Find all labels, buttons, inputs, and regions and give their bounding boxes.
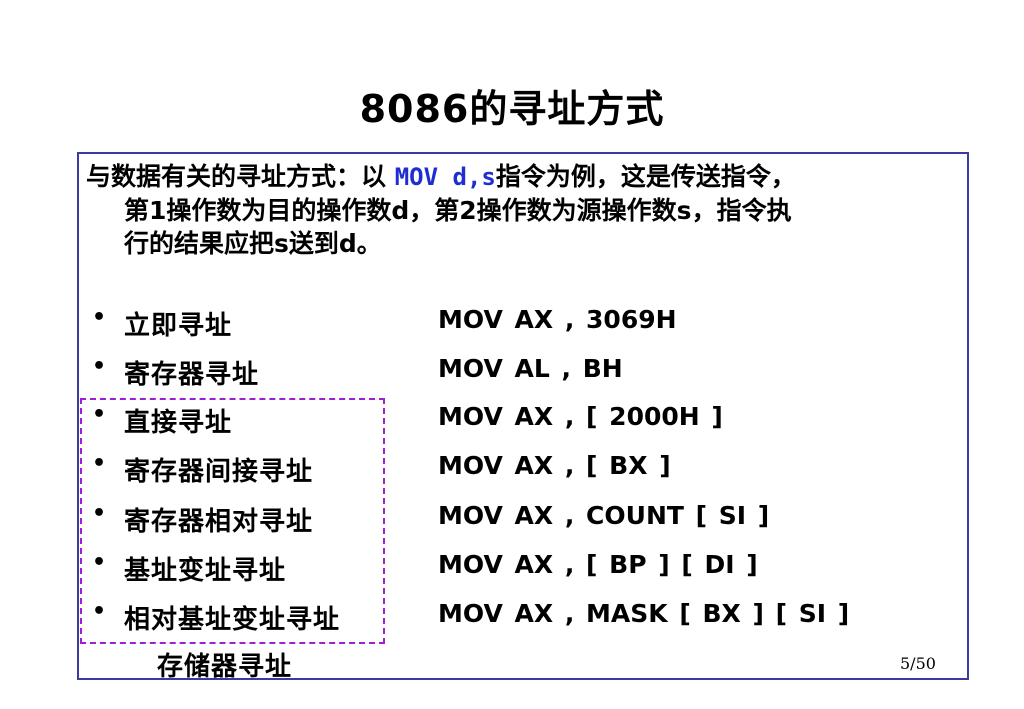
intro-line-1-prefix: 与数据有关的寻址方式：以: [86, 162, 395, 191]
list-item: • 直接寻址 MOV AX , [ 2000H ]: [92, 402, 952, 438]
mode-label: 寄存器寻址: [124, 360, 260, 390]
bullet-icon: •: [92, 501, 107, 526]
intro-text: 与数据有关的寻址方式：以 MOV d,s指令为例，这是传送指令， 第1操作数为目…: [86, 160, 956, 260]
list-item: • 寄存器间接寻址 MOV AX , [ BX ]: [92, 451, 952, 487]
mode-code: MOV AX , [ BP ] [ DI ]: [438, 550, 758, 579]
bullet-icon: •: [92, 305, 107, 330]
list-item: • 相对基址变址寻址 MOV AX , MASK [ BX ] [ SI ]: [92, 599, 952, 635]
list-item: • 寄存器寻址 MOV AL , BH: [92, 354, 952, 390]
mode-label: 基址变址寻址: [124, 556, 287, 586]
page-number: 5/50: [900, 654, 936, 673]
memory-addressing-group-box: [80, 398, 385, 644]
list-item: • 基址变址寻址 MOV AX , [ BP ] [ DI ]: [92, 550, 952, 586]
bullet-icon: •: [92, 599, 107, 624]
mode-label: 寄存器相对寻址: [124, 507, 314, 537]
mode-code: MOV AX , COUNT [ SI ]: [438, 501, 770, 530]
mode-label: 相对基址变址寻址: [124, 605, 341, 635]
bullet-icon: •: [92, 550, 107, 575]
intro-code-highlight: MOV d,s: [394, 163, 496, 191]
mode-label: 立即寻址: [124, 311, 233, 341]
intro-line-3: 行的结果应把s送到d。: [124, 229, 382, 258]
list-item: • 寄存器相对寻址 MOV AX , COUNT [ SI ]: [92, 501, 952, 537]
mode-code: MOV AX , [ 2000H ]: [438, 402, 723, 431]
slide-title: 8086的寻址方式: [359, 87, 665, 131]
mode-label: 寄存器间接寻址: [124, 457, 314, 487]
mode-code: MOV AL , BH: [438, 354, 623, 383]
mode-code: MOV AX , MASK [ BX ] [ SI ]: [438, 599, 850, 628]
bullet-icon: •: [92, 402, 107, 427]
intro-line-1-suffix: 指令为例，这是传送指令，: [495, 162, 796, 191]
mode-code: MOV AX , [ BX ]: [438, 451, 671, 480]
intro-line-1: 与数据有关的寻址方式：以 MOV d,s指令为例，这是传送指令，: [86, 160, 956, 194]
mode-code: MOV AX , 3069H: [438, 305, 677, 334]
list-item: • 立即寻址 MOV AX , 3069H: [92, 305, 952, 341]
bullet-icon: •: [92, 354, 107, 379]
bullet-icon: •: [92, 451, 107, 476]
content-frame: [77, 152, 969, 680]
intro-line-2: 第1操作数为目的操作数d，第2操作数为源操作数s，指令执: [124, 196, 792, 225]
memory-addressing-label: 存储器寻址: [157, 652, 293, 682]
mode-label: 直接寻址: [124, 408, 233, 438]
